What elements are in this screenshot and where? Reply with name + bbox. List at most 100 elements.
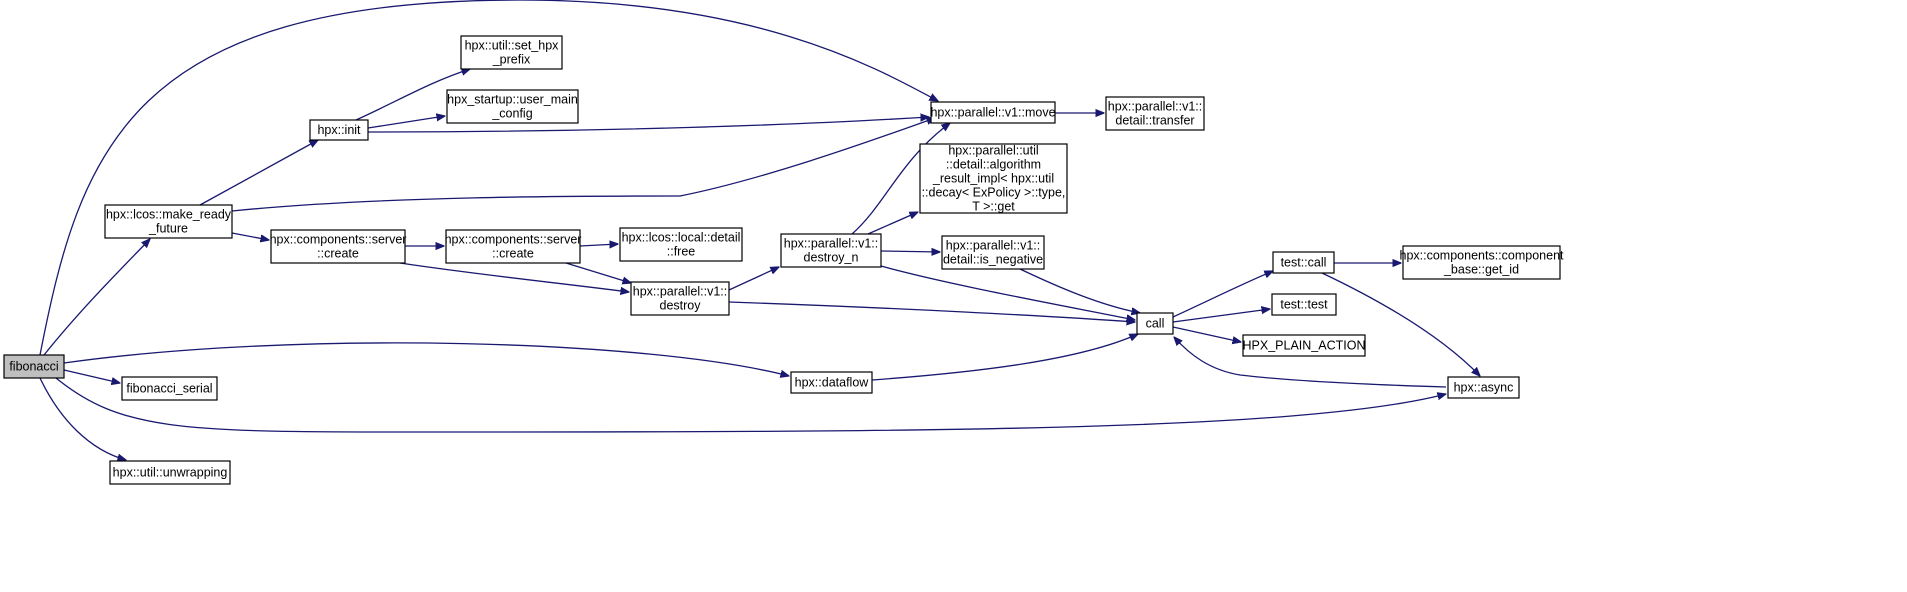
- edge-test_call-to-async: [1321, 272, 1480, 376]
- node-user-main-config[interactable]: hpx_startup::user_main_config: [446, 89, 579, 124]
- node-box: [1136, 312, 1174, 335]
- edge-make_ready_future-to-move: [231, 118, 935, 212]
- edge-destroy_n-to-call: [880, 265, 1135, 320]
- edge-init-to-user_main_config: [367, 116, 445, 129]
- node-transfer[interactable]: hpx::parallel::v1::detail::transfer: [1105, 96, 1205, 131]
- node-label-line: hpx::util::set_hpx: [465, 39, 560, 53]
- edge-init-to-move: [367, 117, 929, 133]
- node-box: [104, 204, 233, 239]
- node-unwrapping[interactable]: hpx::util::unwrapping: [109, 460, 231, 485]
- node-test-call[interactable]: test::call: [1272, 251, 1335, 274]
- node-label-line: hpx::async: [1454, 381, 1514, 395]
- node-box: [446, 89, 579, 124]
- node-label-line: detail::is_negative: [943, 253, 1043, 267]
- edge-fibonacci-to-async: [55, 377, 1446, 433]
- node-is-negative[interactable]: hpx::parallel::v1::detail::is_negative: [941, 235, 1045, 270]
- node-box: [941, 235, 1045, 270]
- node-destroy-n[interactable]: hpx::parallel::v1::destroy_n: [780, 233, 882, 268]
- node-label-line: hpx::lcos::make_ready: [106, 208, 232, 222]
- node-make-ready-future[interactable]: hpx::lcos::make_ready_future: [104, 204, 233, 239]
- node-server-create1[interactable]: hpx::components::server::create: [270, 229, 407, 264]
- node-label-line: hpx::parallel::v1::: [946, 239, 1041, 253]
- node-box: [121, 376, 218, 401]
- edge-destroy_n-to-algorithm_result: [867, 212, 918, 235]
- node-move[interactable]: hpx::parallel::v1::move: [930, 101, 1056, 124]
- edge-call-to-test_test: [1172, 309, 1270, 323]
- node-fibonacci-serial[interactable]: fibonacci_serial: [121, 376, 218, 401]
- node-label-line: destroy: [660, 299, 702, 313]
- node-box: [1242, 334, 1366, 357]
- edge-async-to-call: [1174, 337, 1447, 388]
- edge-server_create2-to-destroy: [565, 262, 631, 283]
- node-dataflow[interactable]: hpx::dataflow: [790, 371, 873, 394]
- edge-server_create1-to-destroy: [399, 262, 629, 292]
- node-test-test[interactable]: test::test: [1271, 293, 1337, 316]
- node-init[interactable]: hpx::init: [309, 119, 369, 141]
- node-label-line: hpx::parallel::v1::: [784, 237, 879, 251]
- node-label-line: hpx::init: [317, 123, 361, 137]
- edge-server_create2-to-detail_free: [579, 244, 618, 246]
- node-label-line: ::create: [492, 247, 534, 261]
- node-label-line: hpx_startup::user_main: [447, 93, 578, 107]
- node-box: [630, 281, 730, 316]
- node-box: [790, 371, 873, 394]
- node-label-line: hpx::parallel::v1::move: [930, 106, 1055, 120]
- edge-destroy_n-to-is_negative: [880, 251, 940, 252]
- edge-destroy-to-destroy_n: [728, 267, 779, 291]
- edge-destroy_n-to-move: [851, 123, 950, 235]
- edge-dataflow-to-call: [871, 334, 1138, 381]
- edge-fibonacci-to-make_ready_future: [43, 239, 150, 356]
- node-label-line: fibonacci_serial: [126, 382, 212, 396]
- edge-make_ready_future-to-server_create1: [231, 232, 269, 240]
- edge-fibonacci-to-fibonacci_serial: [63, 369, 120, 383]
- node-label-line: _config: [491, 107, 532, 121]
- node-label-line: ::detail::algorithm: [946, 158, 1041, 172]
- node-box: [445, 229, 581, 264]
- node-fibonacci[interactable]: fibonacci: [3, 354, 65, 379]
- edge-init-to-set_hpx_prefix: [355, 69, 470, 121]
- edge-fibonacci-to-unwrapping: [39, 377, 126, 460]
- edge-destroy-to-call: [728, 301, 1135, 322]
- node-label-line: hpx::parallel::v1::: [1108, 100, 1203, 114]
- node-label-line: ::create: [317, 247, 359, 261]
- node-box: [919, 143, 1068, 214]
- node-label-line: ::free: [667, 245, 696, 259]
- node-label-line: detail::transfer: [1115, 114, 1194, 128]
- node-detail-free[interactable]: hpx::lcos::local::detail::free: [619, 227, 743, 262]
- node-label-line: _prefix: [492, 53, 531, 67]
- node-server-create2[interactable]: hpx::components::server::create: [445, 229, 582, 264]
- edge-fibonacci-to-dataflow: [63, 342, 789, 376]
- node-label-line: hpx::lcos::local::detail: [622, 231, 741, 245]
- node-set-hpx-prefix[interactable]: hpx::util::set_hpx_prefix: [460, 35, 563, 70]
- node-label-line: _base::get_id: [1443, 263, 1519, 277]
- node-label-line: destroy_n: [804, 251, 859, 265]
- node-box: [460, 35, 563, 70]
- node-destroy[interactable]: hpx::parallel::v1::destroy: [630, 281, 730, 316]
- node-plain-action[interactable]: HPX_PLAIN_ACTION: [1242, 334, 1366, 357]
- edge-call-to-plain_action: [1172, 326, 1241, 342]
- node-box: [1272, 251, 1335, 274]
- node-label-line: call: [1146, 317, 1165, 331]
- edges-layer: [39, 0, 1480, 460]
- node-label-line: hpx::parallel::util: [948, 144, 1038, 158]
- edge-call-to-test_call: [1172, 271, 1273, 318]
- node-label-line: _future: [148, 222, 188, 236]
- node-call[interactable]: call: [1136, 312, 1174, 335]
- node-box: [270, 229, 406, 264]
- node-label-line: hpx::dataflow: [795, 376, 870, 390]
- node-box: [309, 119, 369, 141]
- node-box: [1271, 293, 1337, 316]
- node-label-line: hpx::parallel::v1::: [633, 285, 728, 299]
- node-label-line: fibonacci: [9, 360, 58, 374]
- node-label-line: _result_impl< hpx::util: [932, 172, 1054, 186]
- node-label-line: HPX_PLAIN_ACTION: [1243, 339, 1366, 353]
- node-async[interactable]: hpx::async: [1447, 376, 1520, 399]
- node-label-line: ::decay< ExPolicy >::type,: [922, 186, 1066, 200]
- nodes-layer: fibonaccifibonacci_serialhpx::util::unwr…: [3, 35, 1565, 485]
- node-box: [1105, 96, 1205, 131]
- node-get-id[interactable]: hpx::components::component_base::get_id: [1400, 245, 1565, 280]
- node-label-line: test::call: [1281, 256, 1327, 270]
- node-algorithm-result[interactable]: hpx::parallel::util::detail::algorithm_r…: [919, 143, 1068, 214]
- node-label-line: test::test: [1280, 298, 1328, 312]
